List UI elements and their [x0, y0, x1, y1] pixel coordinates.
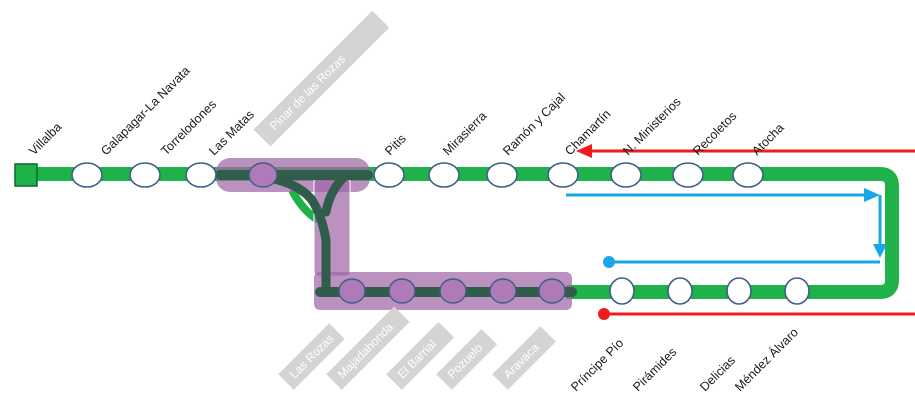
square-terminus-icon: [14, 163, 38, 187]
station-label-atocha: Atocha: [749, 121, 786, 158]
station-galapagar-la-navata: [71, 162, 103, 188]
tunnel-station-el-barrial: [439, 278, 467, 304]
station-label-pitis: Pitis: [382, 132, 409, 159]
red-arrow-top: [576, 144, 915, 158]
red-arrow-bottom: [598, 308, 915, 320]
tunnel-station-ring: [248, 162, 278, 188]
station-label-mendez-alvaro: Méndez Álvaro: [732, 325, 802, 395]
bypassed-tag-bg: [492, 326, 556, 390]
station-label-piramides: Pirámides: [630, 345, 679, 394]
bypassed-top-tag: Pinar de las Rozas: [253, 10, 390, 147]
top-stations: [71, 162, 764, 188]
station-mendez-alvaro: [784, 277, 810, 305]
bypassed-tag-pozuelo: Pozuelo: [436, 328, 498, 390]
loop-track: [836, 167, 899, 299]
station-label-n-ministerios: N. Ministerios: [620, 95, 683, 158]
tunnel-station-aravaca: [538, 278, 566, 304]
station-delicias: [726, 277, 752, 305]
bypassed-top-label: Pinar de las Rozas: [267, 52, 348, 133]
bottom-stations: [609, 277, 810, 305]
station-label-delicias: Delicias: [697, 353, 738, 394]
tunnel-station-majadahonda: [388, 278, 416, 304]
station-recoletos: [672, 162, 704, 188]
station-label-mirasierra: Mirasierra: [440, 109, 489, 158]
station-ramon-y-cajal: [486, 162, 518, 188]
station-piramides: [667, 277, 693, 305]
bypassed-tag-bg: [278, 323, 345, 390]
tunnel-stations: [248, 162, 566, 304]
bypassed-tag-bg: [436, 328, 498, 390]
bypassed-tag-bg: [326, 306, 410, 390]
bypassed-tag-bg: [386, 321, 455, 390]
tunnel-station-las-rozas: [338, 278, 366, 304]
bypassed-label-majadahonda: Majadahonda: [335, 320, 397, 382]
station-torrelodones: [129, 162, 161, 188]
tunnel-station-pozuelo: [489, 278, 517, 304]
bypassed-tag-aravaca: Aravaca: [492, 326, 556, 390]
station-label-principe-pio: Príncipe Pío: [568, 336, 626, 394]
station-pitis: [373, 162, 405, 188]
station-label-las-matas: Las Matas: [206, 107, 257, 158]
station-atocha: [732, 162, 764, 188]
station-las-matas: [185, 162, 217, 188]
station-label-ramon-y-cajal: Ramón y Cajal: [500, 90, 568, 158]
station-mirasierra: [428, 162, 460, 188]
blue-arrow: [566, 188, 887, 268]
station-chamartin: [547, 162, 579, 188]
bottom-line-track: [566, 285, 842, 299]
terminus-label: Villalba: [26, 120, 64, 158]
station-principe-pio: [609, 277, 635, 305]
station-n-ministerios: [610, 162, 642, 188]
